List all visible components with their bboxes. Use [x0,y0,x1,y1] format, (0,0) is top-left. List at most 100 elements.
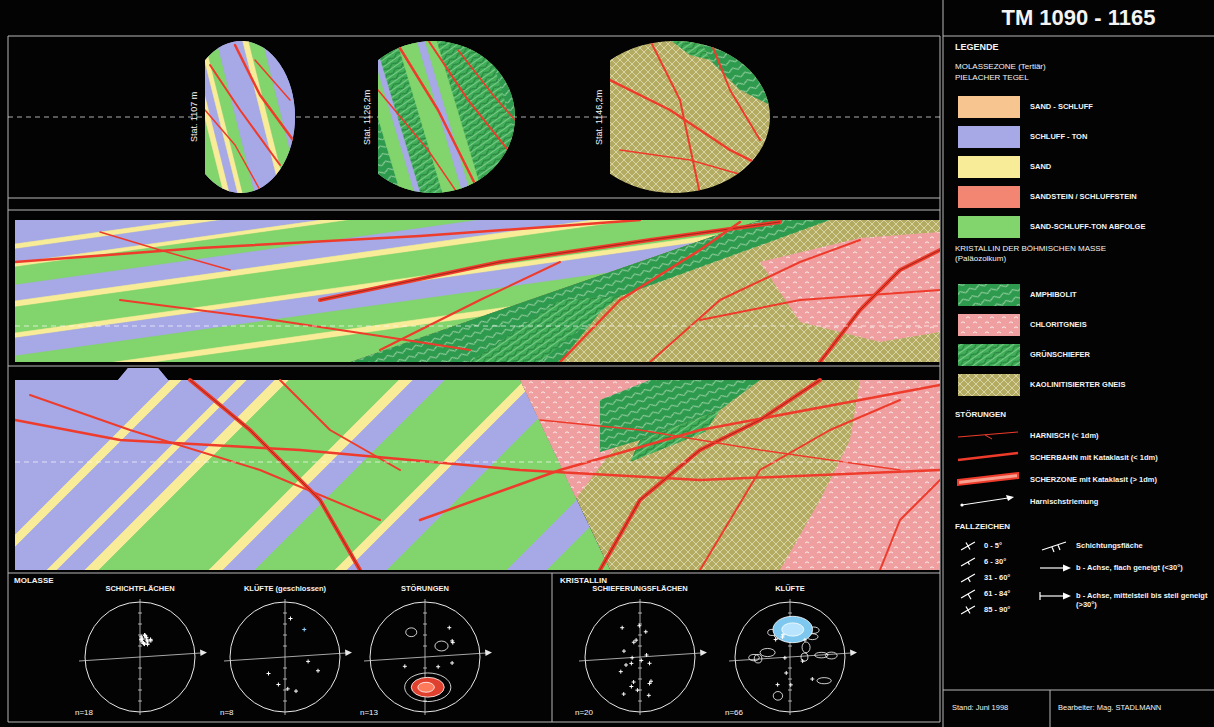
legend-label: CHLORITGNEIS [1030,320,1208,329]
fault-line [30,395,380,520]
dip-symbol [961,574,975,582]
fault-line [620,150,760,180]
pole-point [789,683,793,687]
legend-label: KAOLINITISIERTER GNEIS [1030,380,1208,389]
legend-sample [961,558,975,566]
fault-line [650,240,860,362]
legend-sample [958,453,1018,460]
fault-group [15,380,940,570]
stereonet: SCHICHTFLÄCHENn=18 [73,584,207,722]
axis-tick [138,701,142,702]
axis-tick [638,624,642,625]
plot-label: n=13 [360,708,378,718]
fault-line [820,250,940,362]
pole-point [774,638,778,642]
pole-point [644,630,648,634]
rock-layer [515,40,575,194]
axis-tick [283,690,287,691]
axis-tick [788,613,792,614]
legend-label: GRÜNSCHIEFER [1030,350,1208,359]
fault-line [210,65,280,165]
tunnel-arrow [850,650,857,657]
fault-group [15,220,940,362]
rock-layer [288,40,343,194]
pole-point [630,656,634,660]
pole-point [149,639,153,643]
plot-label: n=18 [75,708,93,718]
legend-label: SCHERBAHN mit Kataklasit (< 1dm) [1030,453,1208,462]
axis-tick [423,646,427,647]
axis-tick [423,613,427,614]
axis-tick [138,690,142,691]
pole-point [803,638,807,642]
pole-point [801,659,805,663]
dip-symbol [961,558,975,566]
fault-line [428,40,508,150]
stereonet: SCHIEFERUNGSFLÄCHENn=20 [573,584,707,722]
legend-label: SAND [1030,162,1208,171]
legend-swatch [958,216,1020,238]
striation-head [1006,495,1014,501]
fault-line [378,90,458,194]
legend-label: Harnischstriemung [1030,497,1208,506]
density-contour [801,653,808,661]
axis-line [15,326,940,327]
legend-label: 6 - 30° [984,557,1036,566]
fault-line [255,60,290,100]
tunnel-face [162,40,373,194]
legend-label: AMPHIBOLIT [1030,290,1208,299]
plot-label: n=66 [725,708,743,718]
fault-line [650,40,700,194]
legend-label: SANDSTEIN / SCHLUFFSTEIN [1030,192,1208,201]
axis-arrow [1040,567,1064,568]
density-contour [782,623,804,636]
legend-label: HARNISCH (< 1dm) [1030,431,1208,440]
axis-tick [138,646,142,647]
striation-symbol [962,498,1008,505]
pole-point [140,640,144,644]
stereonet-outline [723,584,857,722]
fault-line [205,110,260,190]
axis-tick [638,668,642,669]
density-contour [754,654,762,663]
density-contour [760,648,775,656]
legend-sample [1040,565,1071,572]
fault-core [320,222,780,300]
density-contour [826,652,838,659]
legend-sample [958,432,1018,439]
title-text: TM 1090 - 1165 [943,4,1214,32]
pole-point [447,626,451,630]
panel-frame [8,0,1214,727]
axis-tick [788,646,792,647]
pole-point [620,626,624,630]
legend-swatch [958,314,1020,336]
dip-symbol [961,606,975,614]
fault-line [280,380,400,470]
tunnel-axis [79,653,201,661]
density-contour [773,616,813,642]
striation-dot [960,503,963,506]
plot-label: KLÜFTE (geschlossen) [218,584,352,594]
bedding-symbol [1042,542,1066,552]
station-label: Stat. 1126,2m [362,89,373,144]
rock-body [700,40,780,110]
fault-core [600,380,820,570]
axis-tick [138,613,142,614]
tunnel-arrow [200,650,207,657]
axis-tick [138,624,142,625]
molasse-section [0,368,949,570]
scherbahn-symbol [958,453,1018,460]
fault-line [190,380,360,570]
rock-body [670,40,710,60]
section-label: MOLASSE [14,576,94,586]
legend-sample [958,96,1020,118]
legend-sample [958,156,1020,178]
legend-sample [1042,542,1066,552]
fault-line [100,232,230,270]
axis-tick [788,668,792,669]
stereonet-outline [573,584,707,722]
stereonet: KLÜFTE (geschlossen)n=8 [218,584,352,722]
legend-label: 61 - 84° [984,589,1036,598]
axis-tick [788,701,792,702]
axis-tick [423,668,427,669]
